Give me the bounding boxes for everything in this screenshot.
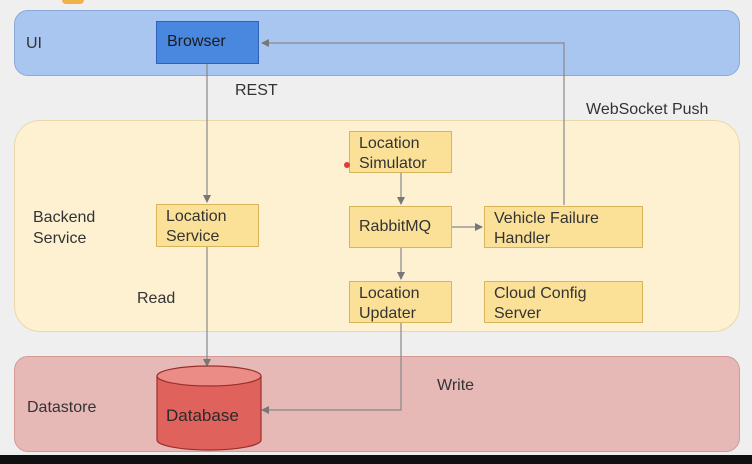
location-updater-node: Location Updater <box>349 281 452 323</box>
bottom-bar <box>0 455 752 464</box>
database-cylinder <box>156 365 262 451</box>
lane-label-backend-service: Backend Service <box>33 209 96 247</box>
rabbitmq-node: RabbitMQ <box>349 206 452 248</box>
vehicle-failure-handler-node: Vehicle Failure Handler <box>484 206 643 248</box>
top-edge-marker <box>62 0 84 4</box>
location-service-node: Location Service <box>156 204 259 247</box>
lane-label-datastore: Datastore <box>27 399 97 416</box>
edge-label-read: Read <box>137 290 176 307</box>
database-label: Database <box>166 406 239 425</box>
browser-node: Browser <box>156 21 259 64</box>
pointer-dot <box>344 162 350 168</box>
lane-datastore <box>14 356 740 452</box>
edge-label-websocket-push: WebSocket Push <box>586 101 709 118</box>
edge-updater-to-database <box>261 323 402 414</box>
location-simulator-node: Location Simulator <box>349 131 452 173</box>
cloud-config-server-node: Cloud Config Server <box>484 281 643 323</box>
lane-label-ui: UI <box>26 35 42 52</box>
edge-label-write: Write <box>437 377 475 394</box>
edge-label-rest: REST <box>235 82 278 99</box>
edge-failure-handler-to-browser <box>261 39 565 205</box>
